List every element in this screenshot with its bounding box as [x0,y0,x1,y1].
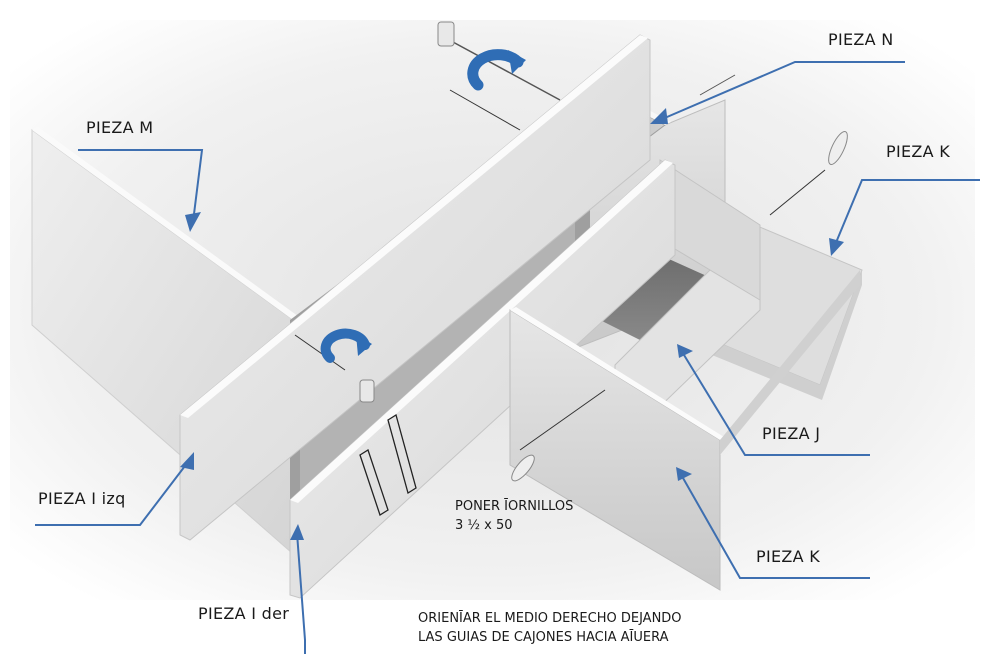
callout-j-head [677,344,693,358]
panel-long-second-top [290,160,673,503]
callout-m [78,149,204,223]
callout-k-top-head [829,238,844,256]
callout-n-head [650,108,668,124]
note-screws: PONER ĪORNILLOS 3 ½ x 50 [455,497,573,535]
callout-i-izq [35,461,189,526]
note-orientation-line1: ORIENĪAR EL MEDIO DERECHO DEJANDO [418,611,682,626]
callout-i-der-head [290,524,304,540]
label-pieza-k-bottom: PIEZA K [756,547,821,566]
drawer-guide-right [387,413,417,495]
screw-line-top [449,89,521,131]
panel-long-main-top [180,35,648,418]
callout-i-der [296,532,306,654]
label-pieza-i-der: PIEZA I der [198,604,290,623]
callout-k-top [834,179,980,246]
screw-line-mid [294,334,346,371]
label-pieza-m: PIEZA M [86,118,154,137]
screw-line-topright [699,74,736,96]
screwdriver-mid-handle [359,379,375,403]
callout-k-bottom [682,477,870,579]
screwdriver-bottom-handle [511,454,535,482]
label-pieza-n: PIEZA N [828,30,894,49]
panel-m-edge [32,127,306,325]
callout-k-bottom-head [676,467,692,481]
rotate-arrow-icon-mid [320,328,372,363]
panel-k-bottom-top [510,307,724,440]
callout-i-izq-head [180,452,194,470]
label-pieza-i-izq: PIEZA I izq [38,489,126,508]
label-pieza-k-top: PIEZA K [886,142,951,161]
drawer-guide-left [359,449,389,516]
screwdriver-right-handle [828,130,848,166]
rotate-arrow-icon-top [467,49,526,91]
screwdriver-top-handle [437,21,455,47]
note-orientation: ORIENĪAR EL MEDIO DERECHO DEJANDO LAS GU… [418,609,682,647]
note-screws-line1: PONER ĪORNILLOS [455,499,574,514]
callout-m-head [185,212,201,232]
panel-right-outer [720,270,860,455]
screw-line-right [769,169,826,216]
note-screws-line2: 3 ½ x 50 [455,518,513,533]
callout-n [659,61,905,121]
callout-j [683,354,870,456]
label-pieza-j: PIEZA J [762,424,821,443]
panel-k-right-face [712,270,862,400]
note-orientation-line2: LAS GUIAS DE CAJONES HACIA AĪUERA [418,630,669,645]
screwdriver-top [439,34,561,101]
screw-line-bottom [519,389,606,451]
